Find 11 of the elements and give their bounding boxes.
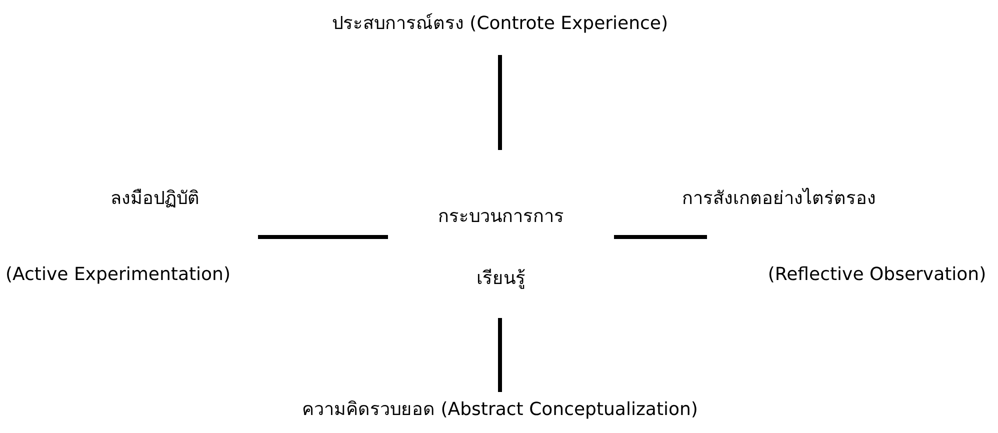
- connector-line: [498, 55, 502, 150]
- connector-line: [614, 235, 707, 239]
- label-text: การสังเกตอย่างไตร่ตรอง: [682, 186, 876, 211]
- label-text: ประสบการณ์ตรง (Controte Experience): [332, 12, 668, 36]
- label-text: ลงมือปฏิบัติ: [110, 187, 200, 211]
- connector-line: [498, 318, 502, 392]
- label-text: (Reflective Observation): [768, 263, 986, 287]
- connector-line: [258, 235, 388, 239]
- label-text: (Active Experimentation): [6, 263, 230, 287]
- label-text: ความคิดรวบยอด (Abstract Conceptualization): [302, 398, 698, 422]
- label-text: กระบวนการการเรียนรู้: [437, 205, 565, 291]
